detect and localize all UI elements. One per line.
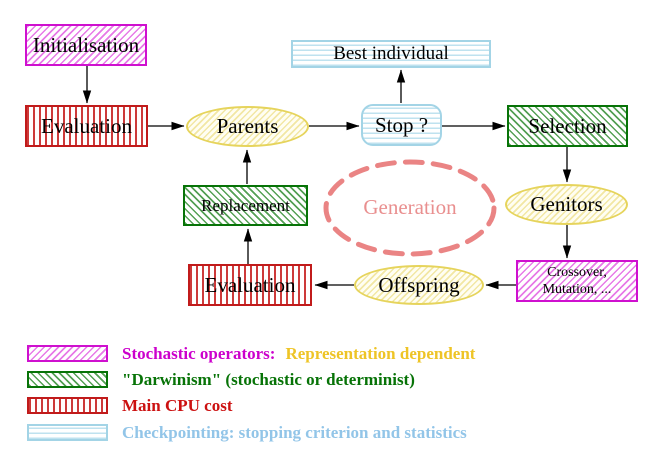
legend-label-stochastic-operators: Stochastic operators: Representation depe… <box>122 344 475 364</box>
legend-label-checkpointing: Checkpointing: stopping criterion and st… <box>122 423 467 443</box>
node-crossover-line1: Crossover, <box>547 264 607 280</box>
node-offspring: Offspring <box>354 265 484 305</box>
legend-swatch-cpu-cost <box>27 397 108 414</box>
node-initialisation-label: Initialisation <box>32 32 140 57</box>
legend-label-checkpointing-text: Checkpointing: stopping criterion and st… <box>122 423 467 442</box>
node-evaluation-bottom: Evaluation <box>188 264 312 306</box>
node-best-individual-label: Best individual <box>333 43 449 64</box>
node-replacement-label: Replacement <box>201 195 290 215</box>
legend-swatch-stochastic-operators <box>27 345 108 362</box>
node-stop-label: Stop ? <box>374 112 429 137</box>
node-generation-label: Generation <box>363 195 457 219</box>
node-evaluation-top-label: Evaluation <box>41 113 132 138</box>
legend-label-cpu-cost: Main CPU cost <box>122 396 232 416</box>
node-selection-label: Selection <box>528 113 607 138</box>
node-parents-label: Parents <box>216 114 279 138</box>
legend-label-stochastic-main: Stochastic operators: <box>122 344 276 363</box>
node-stop: Stop ? <box>361 104 442 146</box>
node-evaluation-bottom-label: Evaluation <box>204 272 296 297</box>
node-generation: Generation <box>330 194 490 221</box>
legend-label-representation-dependent: Representation dependent <box>285 344 476 363</box>
legend-label-darwinism: "Darwinism" (stochastic or determinist) <box>122 370 415 390</box>
node-replacement: Replacement <box>183 185 308 226</box>
node-selection: Selection <box>507 105 628 147</box>
legend-swatch-checkpointing <box>27 424 108 441</box>
node-crossover-line2: Mutation, ... <box>542 282 612 297</box>
legend-label-cpu-cost-text: Main CPU cost <box>122 396 233 415</box>
node-best-individual: Best individual <box>291 40 491 68</box>
node-initialisation: Initialisation <box>25 24 147 66</box>
node-genitors: Genitors <box>505 184 628 225</box>
node-offspring-label: Offspring <box>378 272 460 297</box>
node-crossover-mutation: Crossover, Mutation, ... <box>516 260 638 302</box>
legend-swatch-darwinism <box>27 371 108 388</box>
node-parents: Parents <box>186 106 309 147</box>
node-evaluation-top: Evaluation <box>25 105 148 147</box>
node-genitors-label: Genitors <box>530 192 603 216</box>
legend-label-darwinism-text: "Darwinism" (stochastic or determinist) <box>122 370 415 389</box>
